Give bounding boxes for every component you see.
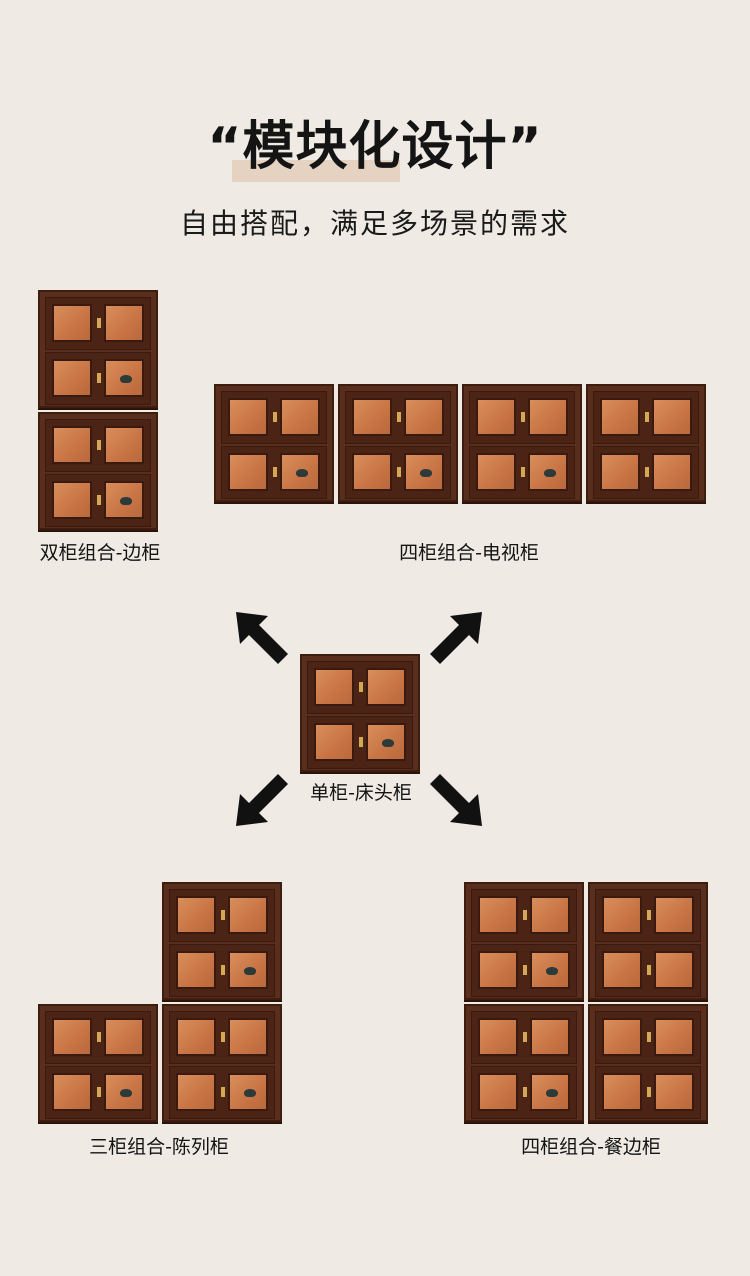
cabinet-unit — [588, 882, 708, 1000]
label-quad-dining-cabinet: 四柜组合-餐边柜 — [521, 1136, 661, 1158]
cabinet-unit — [162, 882, 282, 1000]
header: “模块化设计” — [0, 112, 750, 192]
cabinet-unit — [586, 384, 706, 502]
bird-motif-icon — [546, 967, 558, 975]
page-subtitle: 自由搭配，满足多场景的需求 — [179, 207, 570, 240]
bird-motif-icon — [244, 967, 256, 975]
bird-motif-icon — [544, 469, 556, 477]
group-quad-tv-cabinet — [214, 384, 710, 504]
cabinet-unit — [464, 1004, 584, 1122]
cabinet-unit — [462, 384, 582, 502]
bird-motif-icon — [296, 469, 308, 477]
label-quad-tv-cabinet: 四柜组合-电视柜 — [399, 542, 539, 564]
cabinet-unit — [338, 384, 458, 502]
bird-motif-icon — [244, 1089, 256, 1097]
arrow-down-left-icon — [236, 774, 288, 826]
page-title: “模块化设计” — [207, 117, 543, 177]
bird-motif-icon — [382, 739, 394, 747]
arrow-up-left-icon — [236, 612, 288, 664]
label-triple-display-cabinet: 三柜组合-陈列柜 — [89, 1136, 229, 1158]
bird-motif-icon — [120, 497, 132, 505]
group-triple-display-cabinet — [38, 882, 286, 1126]
bird-motif-icon — [546, 1089, 558, 1097]
group-single-bedside — [300, 654, 422, 774]
cabinet-unit — [300, 654, 420, 772]
cabinet-unit — [588, 1004, 708, 1122]
group-double-side-cabinet — [38, 290, 162, 532]
bird-motif-icon — [120, 375, 132, 383]
bird-motif-icon — [120, 1089, 132, 1097]
label-single-bedside: 单柜-床头柜 — [310, 782, 412, 804]
arrow-down-right-icon — [430, 774, 482, 826]
group-quad-dining-cabinet — [464, 882, 712, 1126]
cabinet-unit — [214, 384, 334, 502]
cabinet-unit — [464, 882, 584, 1000]
bird-motif-icon — [420, 469, 432, 477]
arrow-up-right-icon — [430, 612, 482, 664]
cabinet-unit — [162, 1004, 282, 1122]
cabinet-unit — [38, 412, 158, 530]
title-highlight — [232, 160, 400, 182]
cabinet-unit — [38, 290, 158, 408]
cabinet-unit — [38, 1004, 158, 1122]
label-double-side-cabinet: 双柜组合-边柜 — [39, 542, 161, 564]
